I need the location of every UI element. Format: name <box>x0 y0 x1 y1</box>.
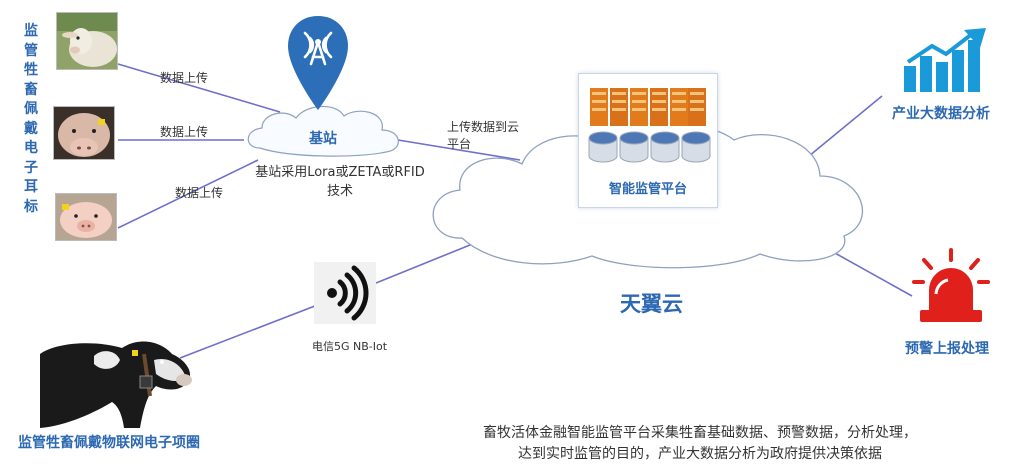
database-icon <box>588 131 711 163</box>
industry-analysis-label: 产业大数据分析 <box>892 106 990 122</box>
collar-label: 监管牲畜佩戴物联网电子项圈 <box>18 435 200 451</box>
smart-platform-panel: 智能监管平台 <box>578 73 718 208</box>
description-line-1: 畜牧活体金融智能监管平台采集牲畜基础数据、预警数据，分析处理， <box>483 425 917 441</box>
cow-collar-photo <box>40 341 192 428</box>
server-rack-icon <box>590 88 706 126</box>
cow-photo <box>53 106 115 160</box>
signal-tower-pin-icon <box>288 16 348 110</box>
platform-description: 畜牧活体金融智能监管平台采集牲畜基础数据、预警数据，分析处理， 达到实时监管的目… <box>420 423 980 465</box>
alarm-siren-icon <box>912 248 990 322</box>
upload-label-sheep: 数据上传 <box>160 71 209 85</box>
link-sheep-base <box>117 63 281 113</box>
base-station-cloud <box>247 105 399 157</box>
cloud-upload-label: 上传数据到云平台 <box>447 120 520 151</box>
wireless-signal-icon <box>314 262 376 324</box>
sheep-photo <box>56 12 118 70</box>
link-pig-base <box>117 159 259 229</box>
link-base-cloud <box>397 139 521 161</box>
link-collar-telecom <box>179 303 321 359</box>
base-station-label: 基站 <box>309 131 337 147</box>
upload-label-cow: 数据上传 <box>160 125 209 139</box>
description-line-2: 达到实时监管的目的，产业大数据分析为政府提供决策依据 <box>518 446 882 462</box>
bar-chart-growth-icon <box>904 28 986 92</box>
smart-platform-label: 智能监管平台 <box>608 182 687 197</box>
telecom-nbiot-label: 电信5G NB-Iot <box>312 340 388 353</box>
tianyi-cloud-label: 天翼云 <box>620 292 683 316</box>
pig-photo <box>55 193 117 241</box>
warning-report-label: 预警上报处理 <box>905 341 989 357</box>
upload-label-pig: 数据上传 <box>175 186 224 200</box>
base-station-tech-note: 基站采用Lora或ZETA或RFID技术 <box>255 165 425 199</box>
ear-tag-title: 监管牲畜佩戴电子耳标 <box>24 23 38 215</box>
